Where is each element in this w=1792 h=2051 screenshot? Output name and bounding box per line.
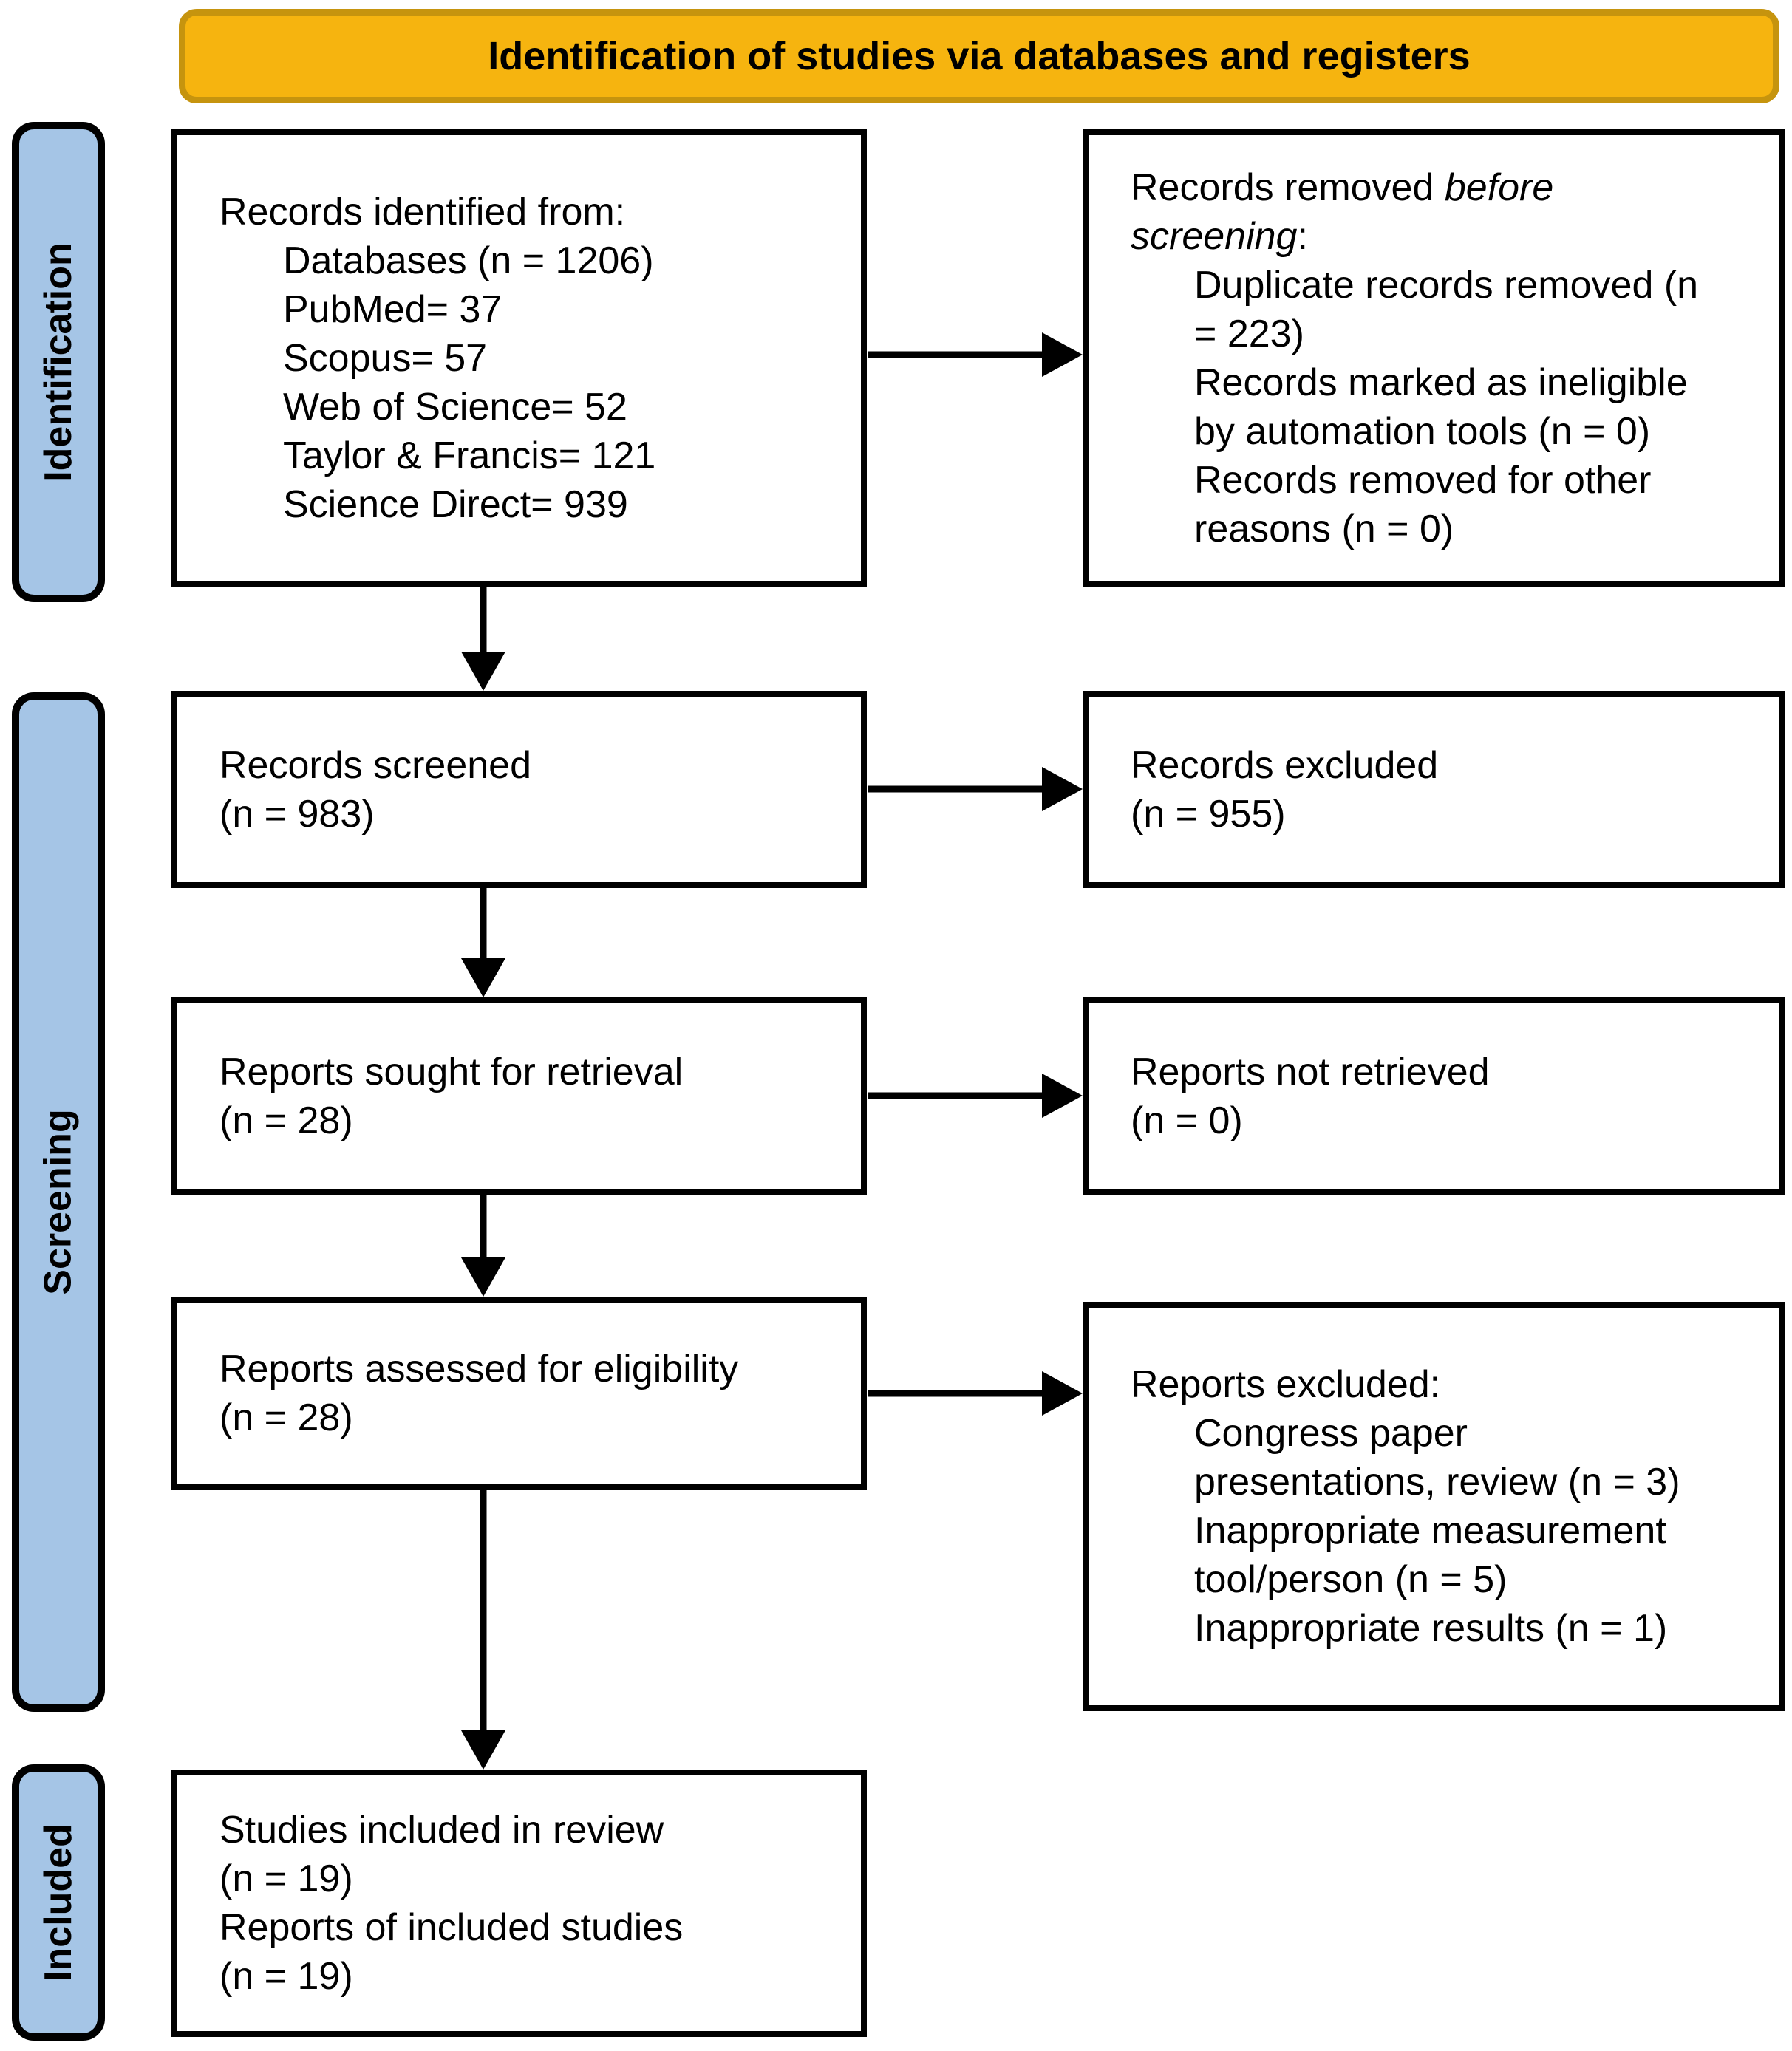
box-text-line: PubMed= 37 — [283, 288, 502, 331]
stage-label-text: Screening — [37, 1109, 81, 1295]
box-text-line: Reports sought for retrieval — [219, 1050, 684, 1093]
box-text-line: (n = 0) — [1131, 1099, 1243, 1142]
arrow-assessed-to-reports-excluded — [868, 1371, 1083, 1416]
box-text-line: Inappropriate measurement — [1194, 1509, 1666, 1552]
box-text-line: (n = 19) — [219, 1955, 353, 1998]
box-text-line: (n = 955) — [1131, 792, 1286, 836]
box-text-line: Congress paper — [1194, 1412, 1468, 1455]
box-text-line: by automation tools (n = 0) — [1194, 410, 1651, 453]
arrow-identified-to-removed — [868, 332, 1083, 377]
box-text-line: Taylor & Francis= 121 — [283, 434, 656, 477]
box-text-line: (n = 983) — [219, 792, 375, 836]
box-text-line: Reports of included studies — [219, 1906, 684, 1949]
arrow-sought-to-assessed — [461, 1193, 505, 1297]
box-text-line: (n = 28) — [219, 1396, 353, 1439]
stage-label-screening: Screening — [12, 692, 105, 1712]
box-text-line: (n = 19) — [219, 1857, 353, 1900]
box-text-line: Science Direct= 939 — [283, 483, 628, 526]
box-text-line: Studies included in review — [219, 1809, 664, 1852]
box-text-line: Records removed for other — [1194, 459, 1652, 502]
box-records-removed-before-screening: Records removed before screening: Duplicat… — [1083, 129, 1785, 587]
box-reports-not-retrieved: Reports not retrieved (n = 0) — [1083, 997, 1785, 1195]
box-text-line: Records removed before — [1131, 166, 1554, 209]
arrow-screened-to-sought — [461, 887, 505, 997]
box-text-line: = 223) — [1194, 313, 1304, 355]
arrow-assessed-to-included — [461, 1489, 505, 1770]
arrow-screened-to-excluded — [868, 767, 1083, 811]
box-text-line: Records marked as ineligible — [1194, 361, 1688, 404]
box-records-screened: Records screened (n = 983) — [171, 691, 867, 888]
box-text-line: Records identified from: — [219, 191, 626, 233]
box-reports-excluded: Reports excluded: Congress paper presentat… — [1083, 1302, 1785, 1711]
stage-label-included: Included — [12, 1764, 105, 2041]
box-text-line: Records excluded — [1131, 743, 1439, 787]
box-reports-assessed-for-eligibility: Reports assessed for eligibility (n = 28) — [171, 1297, 867, 1490]
box-text-line: Reports assessed for eligibility — [219, 1348, 739, 1390]
stage-label-text: Identification — [37, 242, 80, 482]
box-text-line: Records screened — [219, 743, 531, 787]
box-text-line: presentations, review (n = 3) — [1194, 1461, 1680, 1504]
arrow-identified-to-screened — [461, 586, 505, 691]
box-records-excluded: Records excluded (n = 955) — [1083, 691, 1785, 888]
box-text-line: Scopus= 57 — [283, 337, 488, 380]
box-text-line: (n = 28) — [219, 1099, 353, 1142]
box-text-line: Web of Science= 52 — [283, 386, 627, 429]
box-reports-sought-for-retrieval: Reports sought for retrieval (n = 28) — [171, 997, 867, 1195]
box-text-line: Reports not retrieved — [1131, 1050, 1490, 1093]
stage-label-identification: Identification — [12, 122, 105, 602]
stage-label-text: Included — [37, 1823, 81, 1982]
box-text-line: reasons (n = 0) — [1194, 508, 1454, 550]
diagram-title-banner: Identification of studies via databases … — [179, 9, 1779, 103]
box-text-line: tool/person (n = 5) — [1194, 1558, 1507, 1601]
box-text-line: Reports excluded: — [1131, 1363, 1441, 1406]
box-text-line: screening: — [1131, 215, 1308, 258]
box-text-line: Duplicate records removed (n — [1194, 264, 1699, 307]
box-text-line: Databases (n = 1206) — [283, 239, 654, 282]
arrow-sought-to-not-retrieved — [868, 1074, 1083, 1118]
box-studies-included-in-review: Studies included in review (n = 19) Report… — [171, 1770, 867, 2037]
box-records-identified: Records identified from: Databases (n = 1… — [171, 129, 867, 587]
box-text-line: Inappropriate results (n = 1) — [1194, 1607, 1668, 1650]
diagram-title: Identification of studies via databases … — [488, 34, 1471, 78]
